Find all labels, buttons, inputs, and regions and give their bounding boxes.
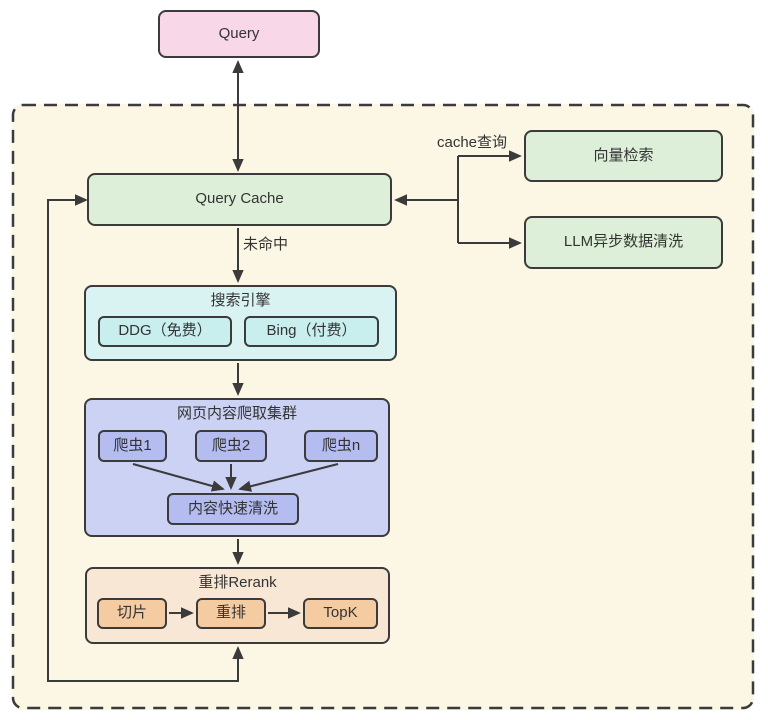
query-cache-node-label: Query Cache (195, 190, 284, 208)
crawler-n-node: 爬虫n (304, 430, 378, 462)
crawler-1-node: 爬虫1 (98, 430, 167, 462)
rerank-node-label: 重排 (215, 604, 246, 622)
crawler-2-node: 爬虫2 (195, 430, 267, 462)
vector-search-node-label: 向量检索 (593, 146, 654, 164)
crawler-2-node-label: 爬虫2 (211, 436, 251, 454)
vector-search-node: 向量检索 (524, 130, 723, 182)
slice-node-label: 切片 (116, 604, 147, 622)
topk-node-label: TopK (323, 604, 358, 622)
bing-node-label: Bing（付费） (266, 322, 357, 340)
ddg-node: DDG（免费） (98, 316, 232, 347)
search-engine-group-title: 搜索引擎 (210, 292, 271, 309)
bing-node: Bing（付费） (244, 316, 379, 347)
query-node: Query (158, 10, 320, 58)
content-clean-node-label: 内容快速清洗 (187, 499, 278, 517)
cache-query-edge-label: cache查询 (437, 134, 508, 151)
content-clean-node: 内容快速清洗 (167, 493, 299, 525)
crawler-n-node-label: 爬虫n (321, 436, 361, 454)
topk-node: TopK (303, 598, 378, 629)
llm-async-clean-node: LLM异步数据清洗 (524, 216, 723, 269)
crawler-cluster-group-title: 网页内容爬取集群 (176, 405, 297, 422)
rerank-group-title: 重排Rerank (198, 574, 277, 591)
slice-node: 切片 (97, 598, 167, 629)
cache-miss-edge-label: 未命中 (243, 236, 289, 253)
query-cache-node: Query Cache (87, 173, 392, 226)
llm-async-clean-node-label: LLM异步数据清洗 (563, 233, 684, 251)
rerank-node: 重排 (196, 598, 266, 629)
ddg-node-label: DDG（免费） (118, 322, 212, 340)
query-node-label: Query (218, 24, 260, 42)
crawler-1-node-label: 爬虫1 (113, 436, 152, 454)
